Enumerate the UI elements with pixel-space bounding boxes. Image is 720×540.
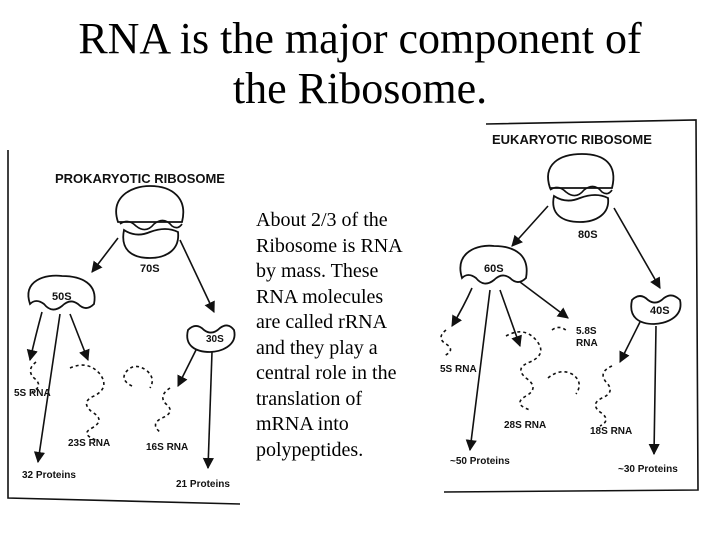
eukaryotic-40s-subunit [630,294,682,325]
prokaryotic-figure: PROKARYOTIC RIBOSOME 70S 50S 30S [7,150,241,505]
eukaryotic-large-proteins-label: ~50 Proteins [450,456,510,467]
arrow-80s-to-60s [511,205,549,247]
prokaryotic-23s-label: 23S RNA [68,438,110,449]
prokaryotic-16s-label: 16S RNA [146,442,188,453]
arrow-60s-to-5s [451,287,473,327]
body-line: translation of [256,387,363,410]
eukaryotic-40s-label: 40S [650,305,670,317]
prokaryotic-frame [7,150,241,505]
arrow-70s-to-30s [179,239,215,314]
prokaryotic-header: PROKARYOTIC RIBOSOME [55,171,225,186]
body-text: About 2/3 of the Ribosome is RNA by mass… [256,208,436,463]
prokaryotic-50s-subunit [27,274,96,311]
arrow-50s-to-5s [26,311,43,362]
prokaryotic-30s-subunit [186,324,236,353]
arrow-60s-to-58s [519,281,569,319]
prokaryotic-5s-rna-strand [29,361,40,393]
body-line: mRNA into [256,413,349,435]
prokaryotic-23s-rna-loop [123,365,154,389]
title-line-2: the Ribosome. [232,64,488,113]
prokaryotic-5s-label: 5S RNA [14,388,51,399]
prokaryotic-23s-rna-strand [69,364,105,441]
body-line: Ribosome is RNA [256,234,403,257]
eukaryotic-58s-rna-strand [551,326,569,333]
eukaryotic-small-proteins-label: ~30 Proteins [618,464,678,475]
arrow-30s-to-16s [177,349,197,388]
prokaryotic-50s-label: 50S [52,291,72,303]
body-line: by mass. These [256,260,379,282]
body-line: are called rRNA [256,311,388,333]
eukaryotic-5s-rna-strand [440,329,452,357]
arrow-40s-to-18s [619,321,641,364]
eukaryotic-80s-ribosome [547,153,615,223]
eukaryotic-58s-label-line2: RNA [576,338,598,349]
body-line: central role in the [256,362,397,384]
prokaryotic-16s-rna-strand [154,387,171,433]
eukaryotic-28s-label: 28S RNA [504,420,546,431]
arrow-30s-to-proteins [202,351,214,470]
eukaryotic-60s-label: 60S [484,263,504,275]
eukaryotic-60s-subunit [459,244,528,285]
eukaryotic-figure: EUKARYOTIC RIBOSOME 80S 60S 40S [440,119,699,493]
eukaryotic-58s-label-line1: 5.8S [576,326,597,337]
eukaryotic-18s-rna-strand [594,365,613,427]
arrow-70s-to-50s [91,237,119,273]
body-line: and they play a [256,336,378,359]
body-line: About 2/3 of the [256,209,388,231]
eukaryotic-18s-label: 18S RNA [590,426,632,437]
eukaryotic-80s-label: 80S [578,229,598,241]
prokaryotic-70s-label: 70S [140,263,160,275]
prokaryotic-30s-label: 30S [206,334,224,345]
eukaryotic-28s-rna-strand [505,331,542,411]
arrow-50s-to-23s [69,313,90,362]
eukaryotic-header: EUKARYOTIC RIBOSOME [492,132,652,147]
arrow-50s-to-proteins [33,313,61,464]
eukaryotic-frame [443,119,699,493]
slide-title: RNA is the major component of the Riboso… [0,14,720,114]
eukaryotic-28s-rna-loop [547,370,580,395]
prokaryotic-small-proteins-label: 21 Proteins [176,479,230,490]
prokaryotic-large-proteins-label: 32 Proteins [22,470,76,481]
arrow-80s-to-40s [613,207,661,289]
arrow-60s-to-28s [499,289,522,348]
title-line-1: RNA is the major component of [78,14,642,63]
prokaryotic-70s-ribosome [115,185,185,259]
arrow-60s-to-proteins [465,289,491,452]
eukaryotic-5s-label: 5S RNA [440,364,477,375]
body-line: polypeptides. [256,438,364,461]
body-line: RNA molecules [256,285,384,308]
arrow-40s-to-proteins [648,325,660,456]
